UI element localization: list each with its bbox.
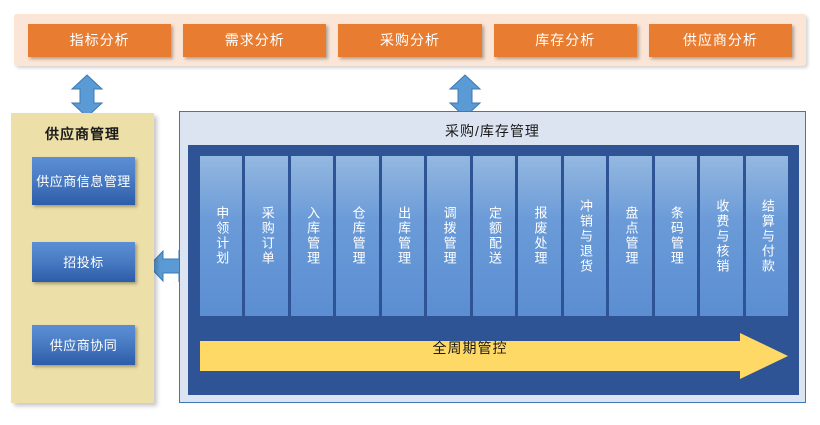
supplier-management-panel: 供应商管理 供应商信息管理 招投标 供应商协同	[11, 113, 154, 403]
analysis-button-label: 采购分析	[380, 32, 440, 48]
supplier-item-bidding[interactable]: 招投标	[32, 242, 135, 282]
supplier-item-collaboration[interactable]: 供应商协同	[32, 325, 135, 365]
module-label: 收费与核销	[714, 198, 730, 274]
analysis-button-4[interactable]: 供应商分析	[648, 23, 793, 57]
module-columns: 申领计划 采购订单 入库管理 仓库管理 出库管理 调拨管理 定额	[200, 156, 789, 316]
module-column-barcode-management[interactable]: 条码管理	[654, 156, 698, 316]
module-column-writeoff-and-return[interactable]: 冲销与退货	[563, 156, 607, 316]
module-column-settlement-and-payment[interactable]: 结算与付款	[745, 156, 789, 316]
module-label: 采购订单	[259, 206, 275, 266]
analysis-button-label: 库存分析	[535, 32, 596, 48]
analysis-button-label: 供应商分析	[682, 32, 758, 48]
module-label: 出库管理	[396, 206, 412, 266]
lifecycle-label: 全周期管控	[432, 340, 508, 356]
module-label: 盘点管理	[623, 206, 639, 266]
module-label: 申领计划	[214, 206, 230, 266]
module-column-transfer-management[interactable]: 调拨管理	[427, 156, 470, 316]
analysis-button-0[interactable]: 指标分析	[28, 23, 172, 57]
lifecycle-arrow-banner: 全周期管控	[200, 333, 788, 379]
modules-container: 申领计划 采购订单 入库管理 仓库管理 出库管理 调拨管理 定额	[188, 145, 799, 395]
analysis-banner: 指标分析 需求分析 采购分析 库存分析 供应商分析	[14, 14, 806, 66]
module-label: 冲销与退货	[577, 198, 593, 274]
right-arrow-icon	[200, 333, 788, 379]
module-label: 调拨管理	[441, 206, 457, 266]
module-label: 报废处理	[532, 206, 548, 266]
module-column-requisition-plan[interactable]: 申领计划	[200, 156, 243, 316]
module-column-stocktaking-management[interactable]: 盘点管理	[609, 156, 652, 316]
double-arrow-vertical-icon-left	[70, 74, 104, 118]
purchasing-inventory-panel: 采购/库存管理 申领计划 采购订单 入库管理 仓库管理 出库管理	[179, 111, 806, 403]
module-column-inbound-management[interactable]: 入库管理	[290, 156, 334, 316]
supplier-item-label: 供应商协同	[49, 337, 118, 353]
module-column-quota-distribution[interactable]: 定额配送	[472, 156, 516, 316]
supplier-item-info-management[interactable]: 供应商信息管理	[32, 157, 135, 205]
module-label: 入库管理	[305, 206, 321, 266]
module-label: 条码管理	[668, 206, 684, 266]
module-column-outbound-management[interactable]: 出库管理	[381, 156, 425, 316]
module-column-charging-and-verification[interactable]: 收费与核销	[700, 156, 743, 316]
analysis-button-2[interactable]: 采购分析	[338, 23, 482, 57]
module-column-purchase-order[interactable]: 采购订单	[245, 156, 288, 316]
analysis-button-1[interactable]: 需求分析	[183, 23, 327, 57]
main-panel-title: 采购/库存管理	[445, 123, 540, 139]
supplier-item-label: 招投标	[63, 254, 104, 270]
supplier-item-label: 供应商信息管理	[36, 173, 131, 189]
module-label: 结算与付款	[759, 198, 775, 274]
supplier-panel-title: 供应商管理	[45, 126, 120, 142]
module-column-warehouse-management[interactable]: 仓库管理	[336, 156, 379, 316]
module-label: 仓库管理	[350, 206, 366, 266]
analysis-button-label: 需求分析	[224, 32, 285, 48]
module-column-scrap-handling[interactable]: 报废处理	[518, 156, 561, 316]
module-label: 定额配送	[487, 206, 503, 266]
analysis-button-label: 指标分析	[69, 32, 130, 48]
analysis-button-3[interactable]: 库存分析	[493, 23, 637, 57]
